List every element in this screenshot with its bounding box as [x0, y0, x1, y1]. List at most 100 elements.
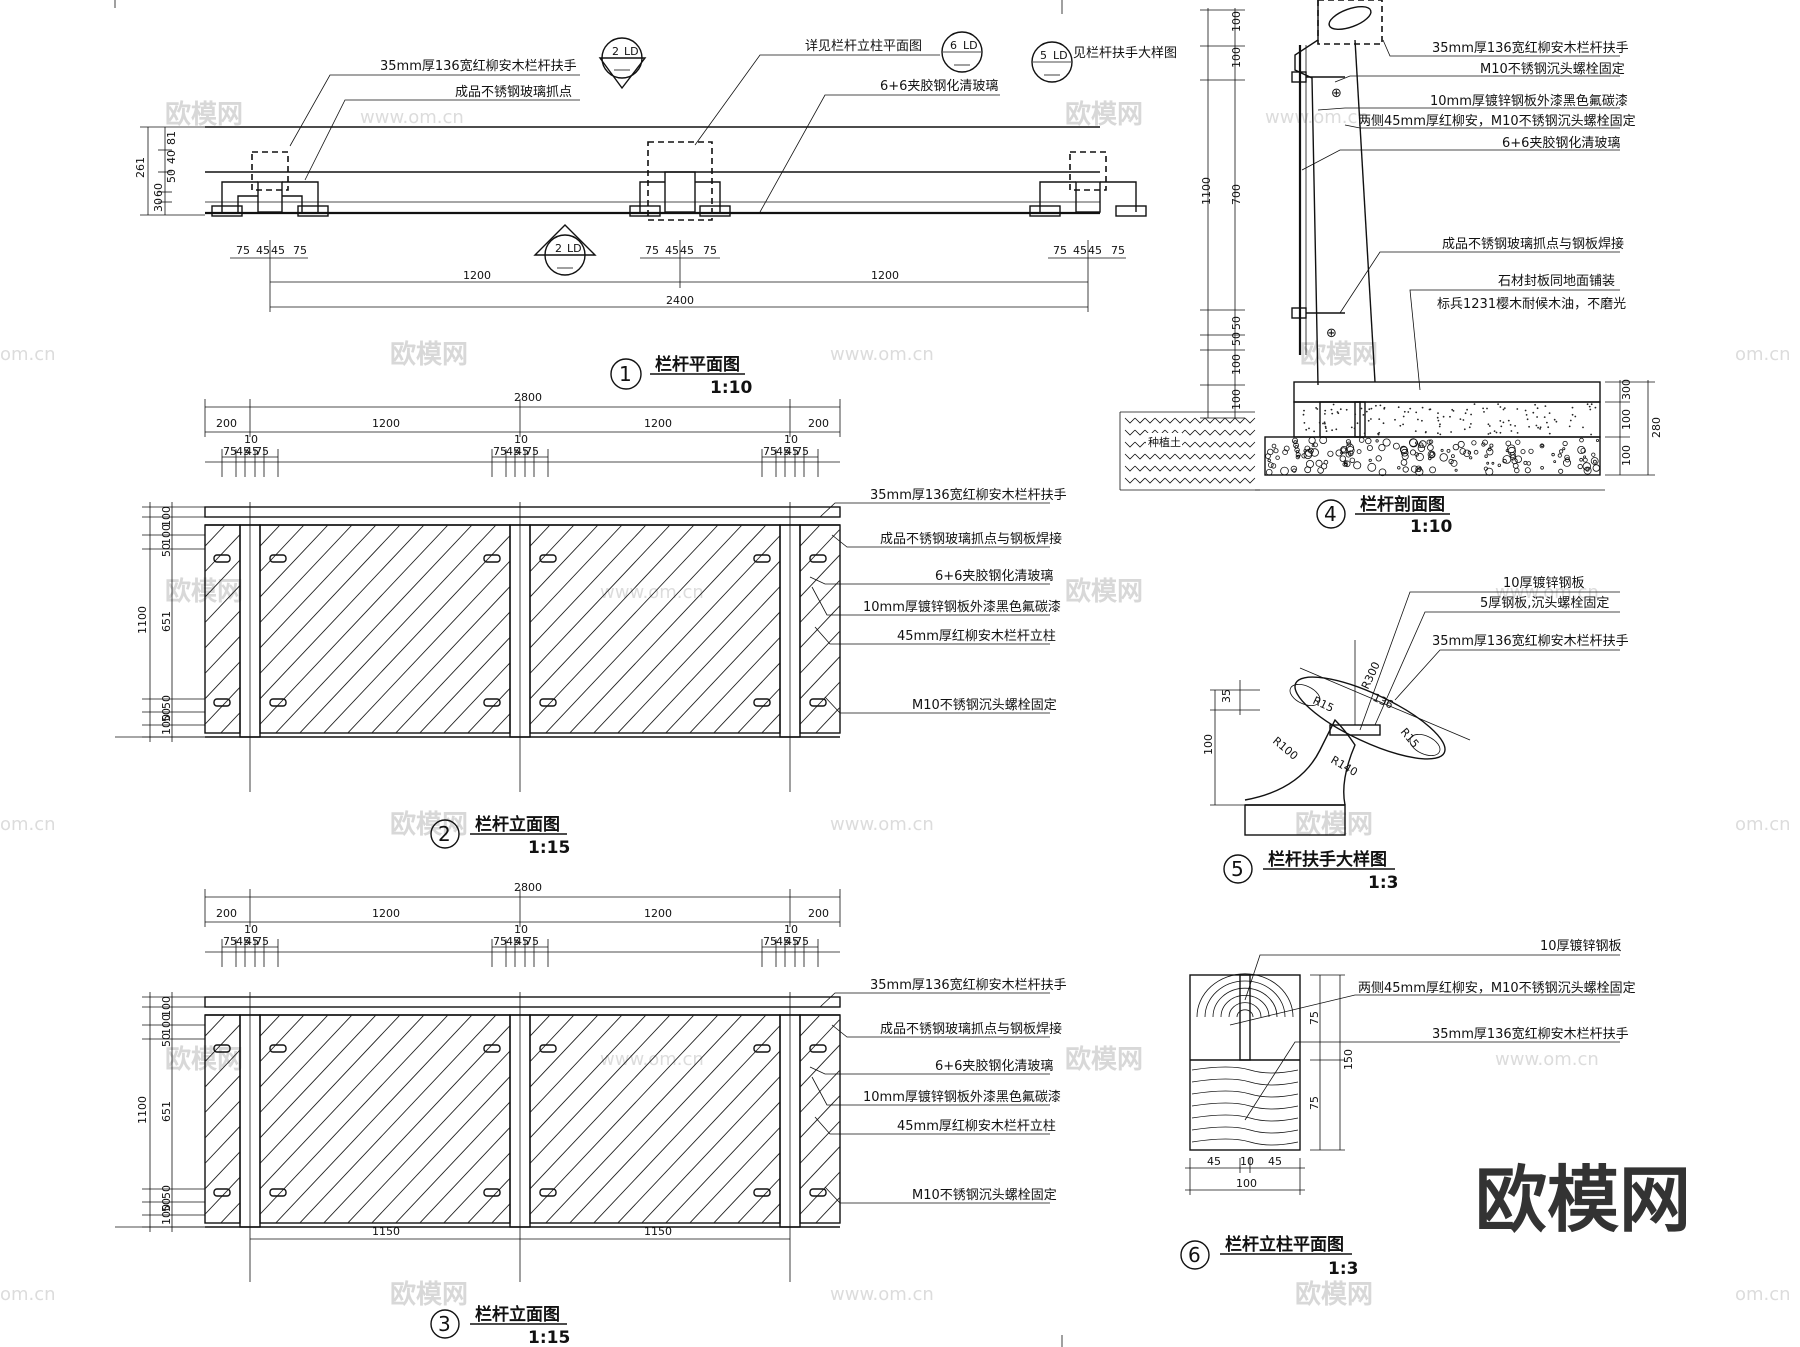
- concrete-dot: [1415, 411, 1418, 414]
- gravel-dot: [1270, 463, 1277, 469]
- brand-logo: 欧模网: [1475, 1158, 1691, 1242]
- concrete-dot: [1539, 428, 1541, 430]
- concrete-dot: [1305, 428, 1308, 431]
- gravel-dot: [1592, 464, 1600, 472]
- hatch-line: [536, 1015, 736, 1227]
- watermark-site: www.om.cn: [830, 1284, 934, 1305]
- soil-mark: [1234, 441, 1246, 448]
- gravel-dot: [1454, 468, 1458, 472]
- symbol-sheet: LD: [963, 39, 978, 52]
- hatch-line: [1124, 1015, 1324, 1227]
- concrete-dot: [1377, 433, 1380, 436]
- leader: [304, 99, 580, 181]
- elevation-title: 栏杆立面图: [475, 1304, 560, 1325]
- gravel-dots: [1265, 403, 1600, 477]
- gravel-dot: [1502, 455, 1512, 464]
- hatch-line: [553, 1015, 753, 1227]
- watermark-logo: 欧模网: [1065, 576, 1143, 607]
- hatch-line: [491, 713, 510, 733]
- concrete-dot: [1375, 404, 1377, 407]
- grain-ring: [1204, 980, 1286, 1018]
- gravel-dot: [1590, 457, 1599, 465]
- hatch-line: [530, 525, 647, 649]
- callout: 6+6夹胶钢化清玻璃: [935, 568, 1053, 584]
- detail5-scale: 1:3: [1368, 873, 1398, 893]
- hatch-line: [560, 1015, 760, 1227]
- gravel-dot: [1596, 438, 1600, 442]
- hatch-line: [572, 525, 772, 737]
- gravel-dot: [1509, 451, 1516, 459]
- hatch-line: [299, 1015, 497, 1223]
- soil-mark: [1144, 453, 1156, 460]
- gravel-dot: [1365, 437, 1372, 445]
- hatch-line: [530, 525, 599, 598]
- watermark-site: www.om.cn: [600, 582, 704, 603]
- hatch-line: [1148, 1015, 1348, 1227]
- gravel-dot: [1446, 448, 1451, 453]
- callout: 35mm厚136宽红柳安木栏杆扶手: [870, 487, 1067, 503]
- hatch-line: [205, 525, 226, 547]
- gravel-dot: [1428, 456, 1432, 461]
- watermark-site: www.om.cn: [1265, 107, 1369, 128]
- hatch-line: [260, 525, 305, 573]
- hatch-line: [205, 1023, 240, 1063]
- hatch-line: [433, 525, 633, 737]
- concrete-dot: [1451, 408, 1454, 411]
- hatch-line: [1172, 525, 1372, 737]
- hatch-line: [302, 525, 502, 737]
- concrete-dot: [1594, 406, 1597, 409]
- hatch-line: [443, 1152, 510, 1223]
- soil-mark: [1154, 417, 1166, 424]
- dim: 45: [1088, 244, 1102, 257]
- dim: 35: [1220, 689, 1233, 703]
- soil-mark: [1134, 441, 1146, 448]
- detail6-scale: 1:3: [1328, 1259, 1358, 1279]
- callout: 45mm厚红柳安木栏杆立柱: [897, 1118, 1056, 1134]
- dim: 45: [1207, 1155, 1221, 1168]
- handrail: [204, 996, 841, 1008]
- gravel-dot: [1358, 437, 1365, 443]
- leader: [289, 74, 580, 147]
- concrete-dot: [1497, 403, 1499, 405]
- hatch-line: [313, 1015, 513, 1227]
- hatch-line: [337, 1015, 537, 1227]
- hatch-line: [1124, 525, 1324, 737]
- hatch-line: [443, 662, 510, 733]
- concrete-dot: [1316, 408, 1319, 410]
- hatch-line: [505, 1015, 705, 1227]
- concrete-dot: [1331, 412, 1334, 415]
- leader: [814, 1116, 1050, 1135]
- gravel-dot: [1539, 443, 1545, 449]
- gravel-dot: [1319, 436, 1328, 445]
- soil-mark: [1244, 417, 1256, 424]
- dim: 45: [680, 244, 694, 257]
- soil-mark: [1234, 477, 1246, 484]
- concrete-dot: [1534, 403, 1536, 406]
- soil-mark: [1184, 429, 1196, 436]
- soil-mark: [1204, 441, 1216, 448]
- concrete-dot: [1499, 406, 1502, 408]
- dim: 45: [515, 935, 529, 948]
- leader: [694, 54, 940, 146]
- concrete-dot: [1438, 425, 1441, 428]
- soil-mark: [1214, 465, 1226, 472]
- soil-mark: [1214, 417, 1226, 424]
- gravel-dot: [1497, 463, 1501, 467]
- hatch-line: [1100, 525, 1300, 737]
- concrete-dot: [1502, 408, 1505, 411]
- gravel-dot: [1265, 468, 1273, 476]
- glass-clamp: [483, 554, 501, 563]
- hatch-line: [395, 611, 510, 733]
- soil-mark: [1194, 417, 1206, 424]
- dim: 50: [160, 708, 173, 722]
- callout: 45mm厚红柳安木栏杆立柱: [897, 628, 1056, 644]
- dim: 45: [236, 445, 250, 458]
- hatch-line: [530, 1015, 719, 1215]
- glass-clamp: [539, 1188, 557, 1197]
- gravel-dot: [1526, 461, 1531, 466]
- concrete-dot: [1302, 413, 1305, 416]
- concrete-dot: [1324, 425, 1327, 428]
- hatch-line: [548, 525, 748, 737]
- soil-mark: [1194, 429, 1206, 436]
- dim: 40: [165, 150, 178, 164]
